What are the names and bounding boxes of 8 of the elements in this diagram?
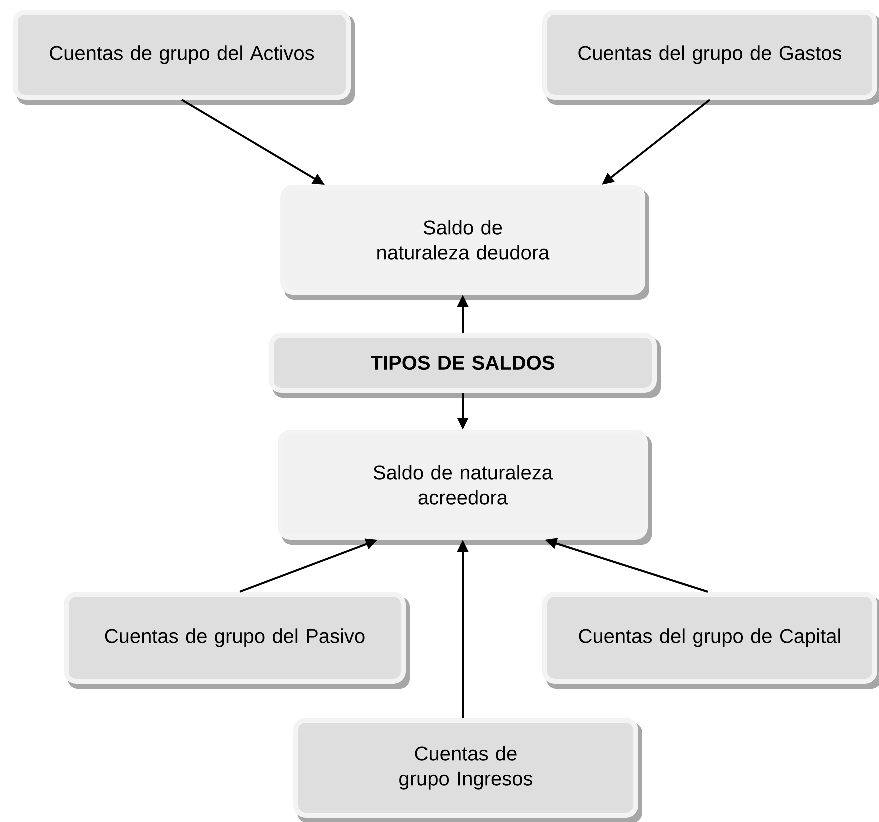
account-group-box: Cuentas de grupo Ingresos — [294, 718, 642, 822]
balance-box: Saldo de naturaleza acreedora — [278, 430, 652, 545]
account-group-box: Cuentas del grupo de Capital — [542, 592, 879, 689]
account-group-box: Cuentas de grupo del Activos — [13, 10, 355, 105]
account-group-box: Cuentas de grupo del Pasivo — [64, 592, 410, 689]
balance-box: Saldo de naturaleza deudora — [280, 185, 650, 300]
account-group-box: Cuentas del grupo de Gastos — [542, 10, 879, 105]
title-box: TIPOS DE SALDOS — [269, 333, 661, 398]
